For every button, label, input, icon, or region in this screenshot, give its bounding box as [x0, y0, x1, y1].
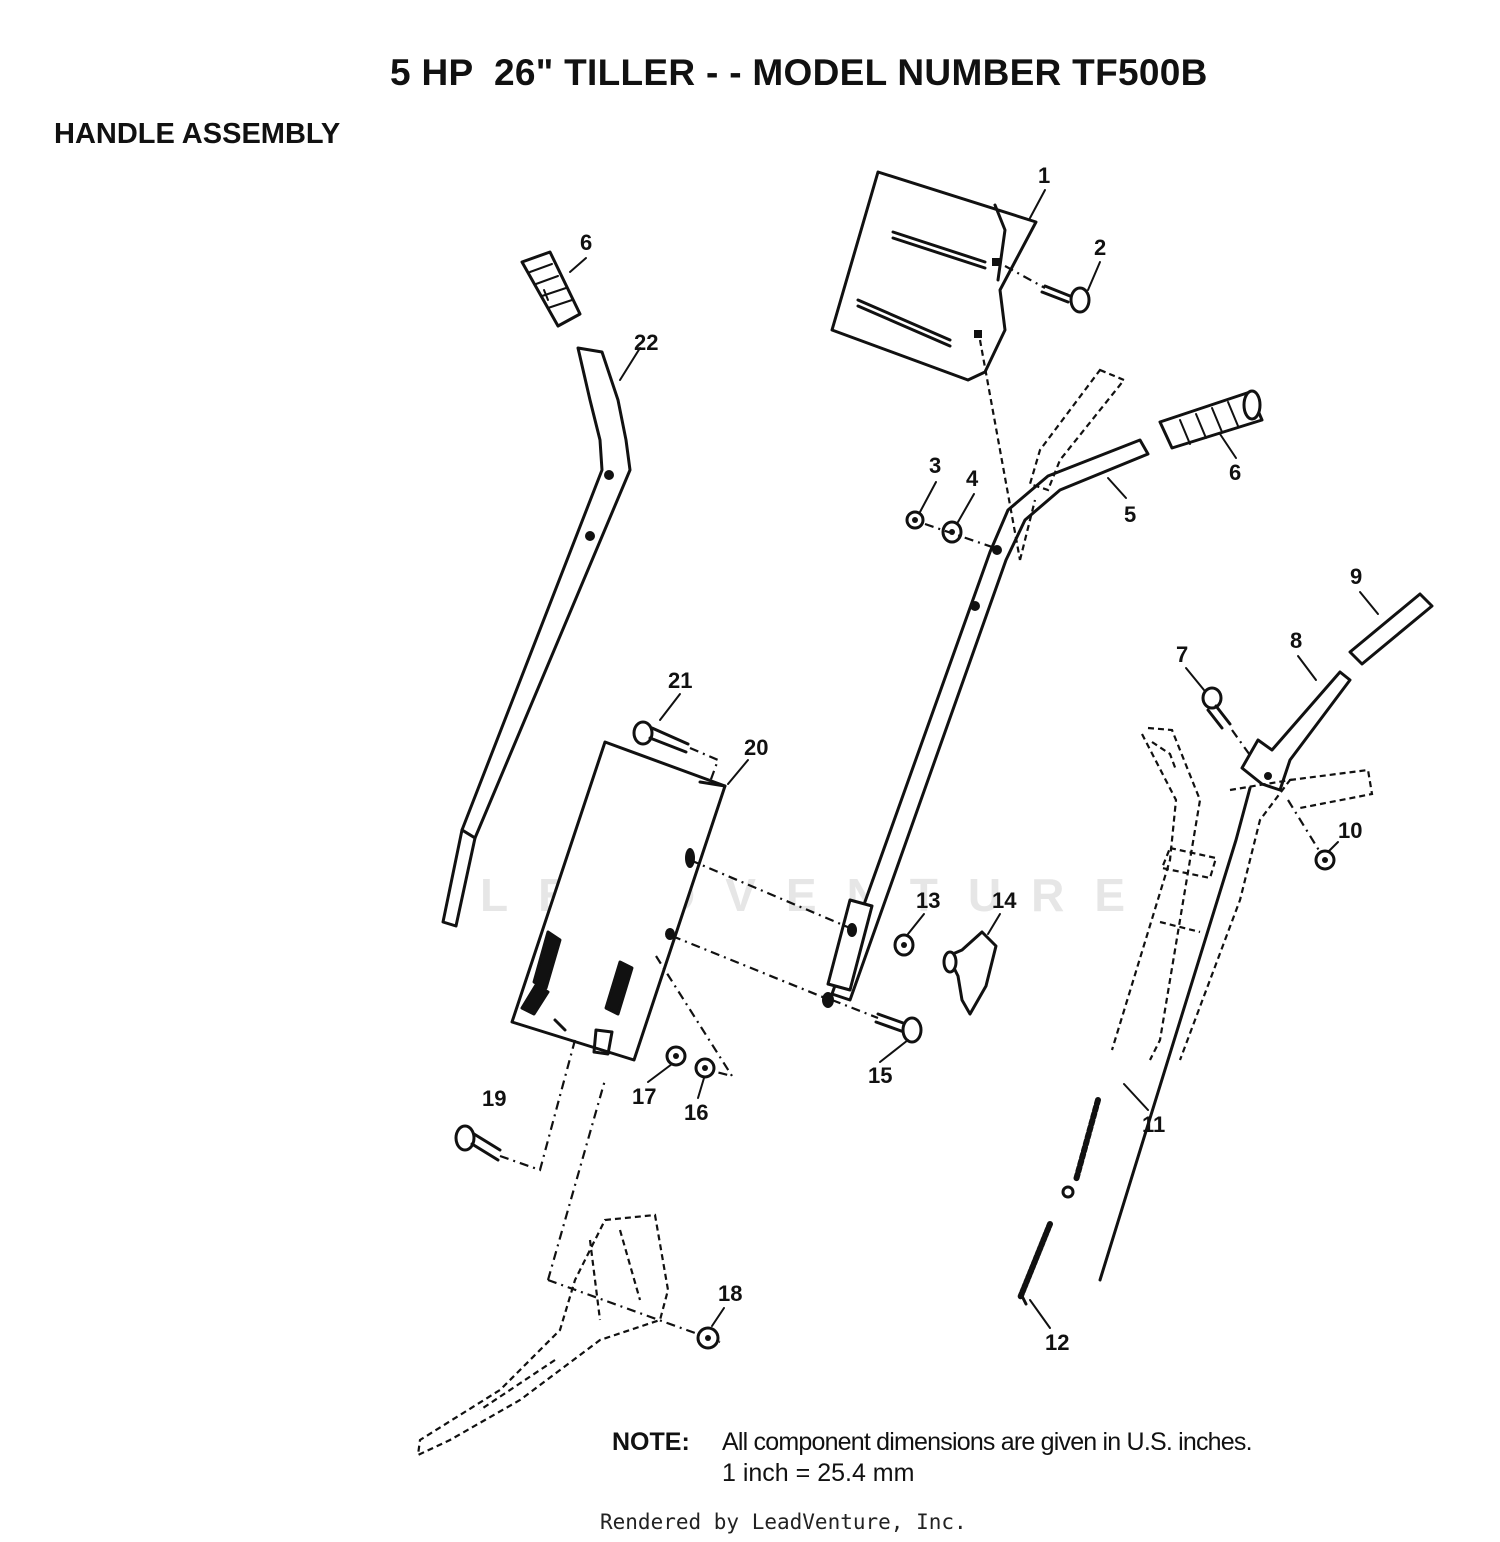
- part-15-bolt: [831, 998, 923, 1044]
- part-16-nut: [694, 1057, 716, 1079]
- callout-4: 4: [966, 466, 979, 491]
- callout-13: 13: [916, 888, 940, 913]
- part-2-screw: [1004, 265, 1091, 314]
- part-19-bolt: [454, 1039, 577, 1172]
- part-5-right-handle: [822, 438, 1150, 1008]
- callout-16: 16: [684, 1100, 708, 1125]
- callout-3: 3: [929, 453, 941, 478]
- callout-labels: 1 2 3 4 5 6 6 7 8 9 10 11 12 13 14 15 16…: [482, 163, 1362, 1355]
- callout-2: 2: [1094, 235, 1106, 260]
- callout-9: 9: [1350, 564, 1362, 589]
- part-12-spring: [1017, 1221, 1053, 1306]
- part-6-grip-left: [520, 250, 582, 328]
- part-20-bracket: [510, 740, 727, 1062]
- callout-10: 10: [1338, 818, 1362, 843]
- ghost-handle-right: [1110, 726, 1374, 1061]
- part-8-lever: [1240, 670, 1352, 792]
- part-1-panel: [830, 170, 1038, 382]
- page-title: 5 HP 26" TILLER - - MODEL NUMBER TF500B: [390, 52, 1208, 93]
- callout-19: 19: [482, 1086, 506, 1111]
- callout-1: 1: [1038, 163, 1050, 188]
- callout-15: 15: [868, 1063, 892, 1088]
- part-10-nut: [1287, 799, 1336, 871]
- callout-18: 18: [718, 1281, 742, 1306]
- callout-8: 8: [1290, 628, 1302, 653]
- section-title: HANDLE ASSEMBLY: [54, 118, 341, 150]
- footer-credit: Rendered by LeadVenture, Inc.: [600, 1510, 967, 1534]
- leader-line: [671, 934, 831, 1002]
- part-4-washer: [924, 520, 996, 550]
- part-22-left-handle: [441, 346, 632, 928]
- callout-5: 5: [1124, 502, 1136, 527]
- part-11-rod: [1061, 786, 1252, 1282]
- callout-20: 20: [744, 735, 768, 760]
- part-9-grip: [1348, 592, 1434, 666]
- leader-line: [689, 858, 851, 930]
- tiller-frame-ghost: [416, 1079, 721, 1457]
- part-14-knob: [942, 930, 998, 1016]
- part-6-grip-right: [1158, 389, 1264, 450]
- part-3-nut: [905, 510, 925, 530]
- note-text: All component dimensions are given in U.…: [722, 1428, 1253, 1456]
- leader-line: [655, 955, 735, 1078]
- part-18-nut: [696, 1326, 720, 1350]
- callout-21: 21: [668, 668, 692, 693]
- callout-6-left: 6: [580, 230, 592, 255]
- callout-17: 17: [632, 1084, 656, 1109]
- callout-leaders: [569, 189, 1379, 1329]
- callout-6-right: 6: [1229, 460, 1241, 485]
- note-label: NOTE:: [612, 1428, 690, 1456]
- part-21-bolt: [632, 720, 720, 783]
- note-conversion: 1 inch = 25.4 mm: [722, 1459, 915, 1487]
- callout-14: 14: [992, 888, 1017, 913]
- callout-11: 11: [1142, 1112, 1165, 1137]
- callout-12: 12: [1045, 1330, 1069, 1355]
- part-17-nut: [665, 1045, 687, 1067]
- part-13-washer: [893, 933, 915, 957]
- part-5-ghost-lever: [978, 339, 1126, 561]
- callout-7: 7: [1176, 642, 1188, 667]
